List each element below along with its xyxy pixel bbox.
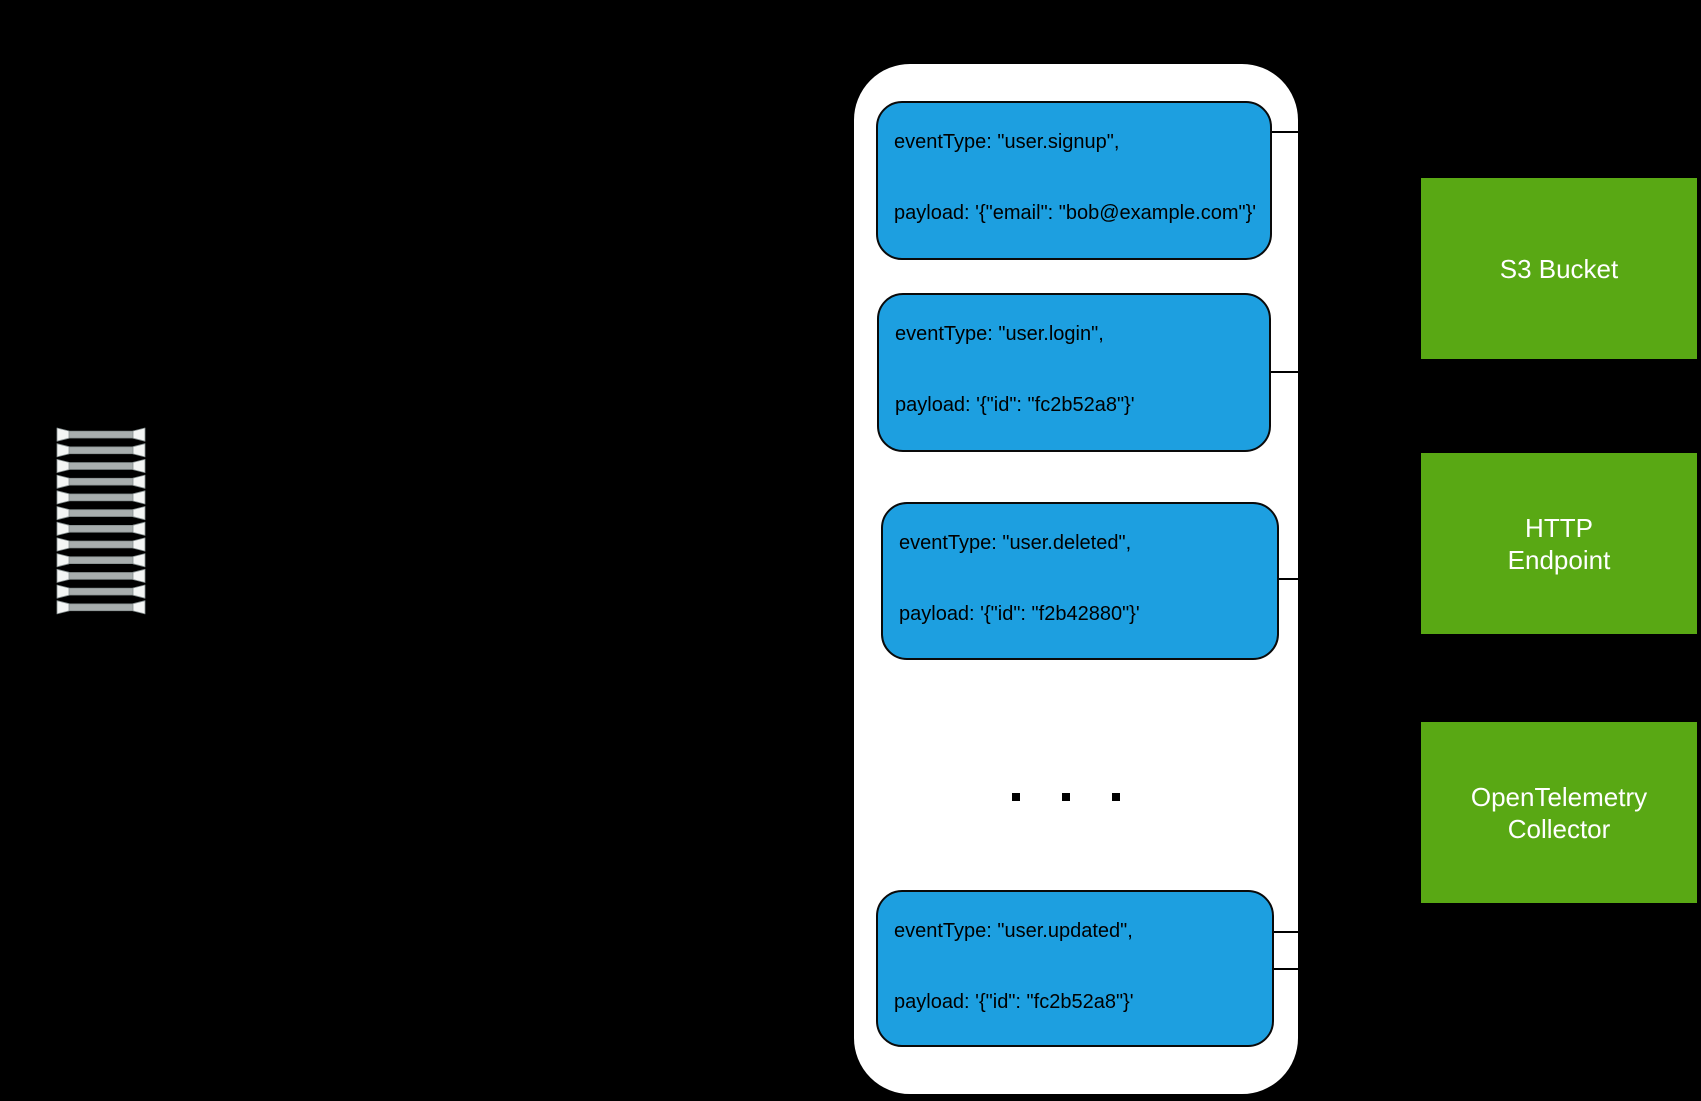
event-payload-text: payload: '{"email": "bob@example.com"}' [894, 202, 1257, 224]
event-type-text: eventType: "user.deleted", [899, 532, 1132, 554]
event-card-user-deleted: eventType: "user.deleted", payload: '{"i… [881, 502, 1279, 660]
event-payload-text: payload: '{"id": "f2b42880"}' [899, 603, 1140, 625]
destination-s3-bucket: S3 Bucket [1421, 178, 1697, 359]
destination-label: OpenTelemetry [1470, 781, 1648, 812]
ellipsis-square [1062, 793, 1070, 801]
event-type-text: eventType: "user.updated", [894, 920, 1133, 942]
event-type-text: eventType: "user.signup", [894, 131, 1120, 153]
event-payload-text: payload: '{"id": "fc2b52a8"}' [894, 991, 1134, 1013]
connector-stub-deleted [1279, 578, 1300, 580]
connector-stub-signup [1272, 131, 1300, 133]
event-type-text: eventType: "user.login", [895, 323, 1104, 345]
event-queue-container: eventType: "user.signup", payload: '{"em… [852, 62, 1300, 1096]
connector-stub-updated-a [1274, 931, 1300, 933]
ellipsis-square [1012, 793, 1020, 801]
event-payload-text: payload: '{"id": "fc2b52a8"}' [895, 394, 1135, 416]
ellipsis-square [1112, 793, 1120, 801]
destination-opentelemetry-collector: OpenTelemetry Collector [1421, 722, 1697, 903]
destination-label: Endpoint [1507, 544, 1611, 575]
connector-stub-login [1271, 371, 1300, 373]
event-card-user-login: eventType: "user.login", payload: '{"id"… [877, 293, 1271, 452]
connector-stub-updated-b [1274, 968, 1300, 970]
event-card-user-signup: eventType: "user.signup", payload: '{"em… [876, 101, 1272, 260]
more-events-ellipsis [1012, 793, 1120, 801]
destination-label: S3 Bucket [1499, 253, 1619, 284]
destination-label: HTTP [1525, 512, 1593, 543]
destination-label: Collector [1507, 813, 1611, 844]
destination-http-endpoint: HTTP Endpoint [1421, 453, 1697, 634]
event-card-user-updated: eventType: "user.updated", payload: '{"i… [876, 890, 1274, 1047]
message-stream-icon [56, 427, 146, 615]
